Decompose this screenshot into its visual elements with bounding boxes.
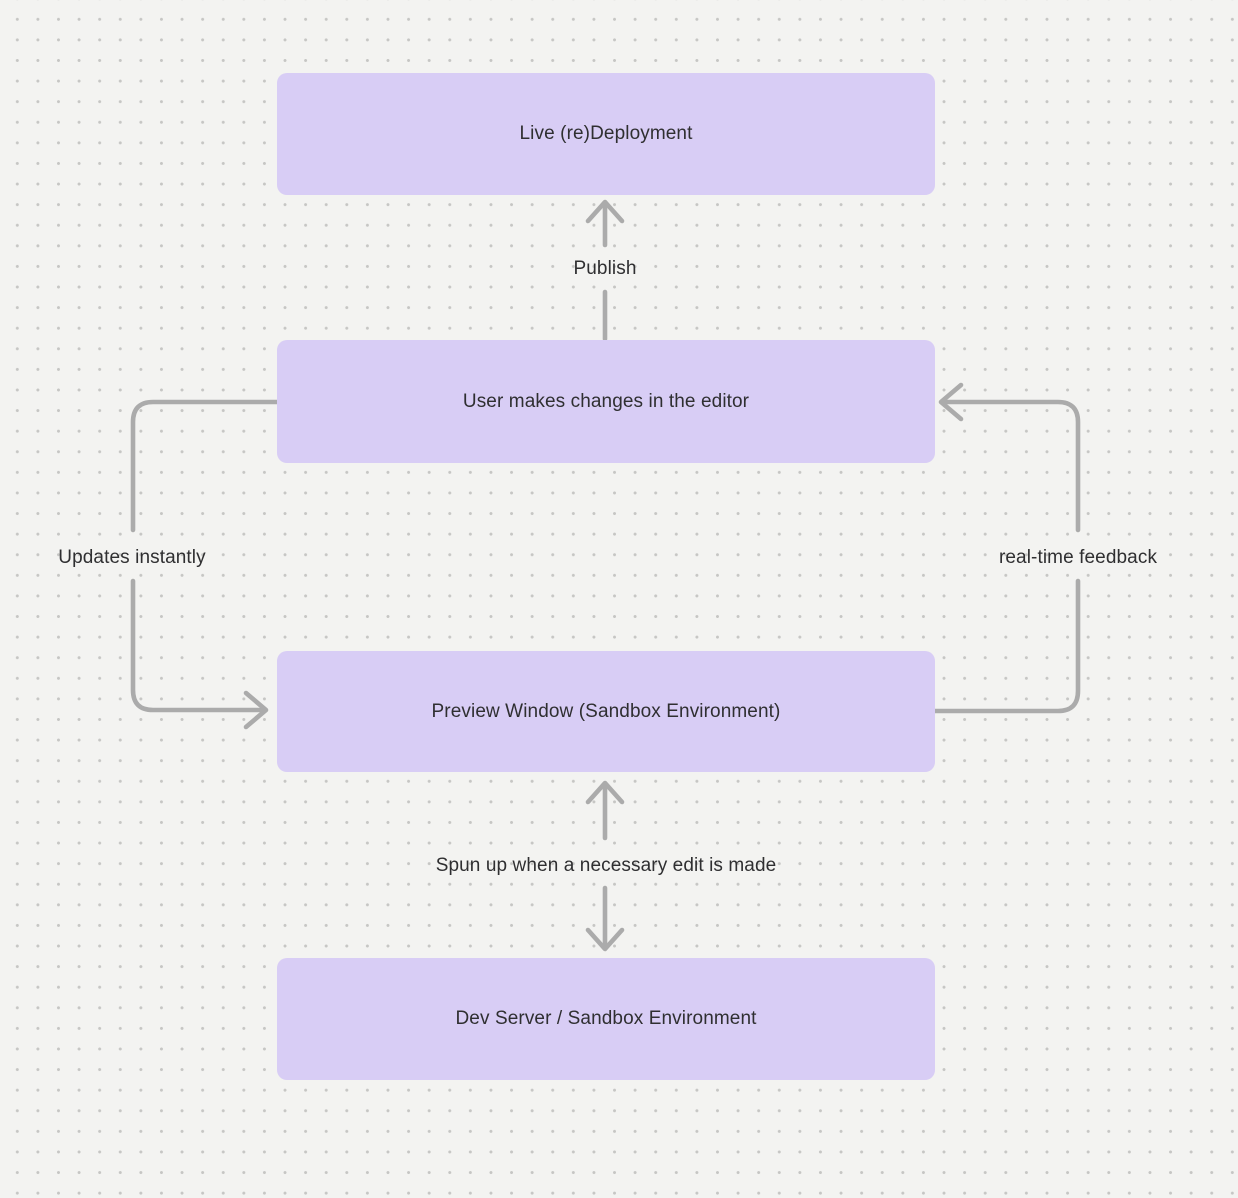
node-label: Live (re)Deployment bbox=[519, 123, 693, 144]
node-preview-window[interactable]: Preview Window (Sandbox Environment) bbox=[277, 651, 935, 772]
edge-spun-up-down-arrow bbox=[585, 885, 625, 952]
node-user-editor[interactable]: User makes changes in the editor bbox=[277, 340, 935, 463]
node-label: Preview Window (Sandbox Environment) bbox=[431, 700, 781, 722]
edge-label-realtime-feedback: real-time feedback bbox=[998, 547, 1158, 568]
node-label: User makes changes in the editor bbox=[462, 390, 750, 412]
arrowhead-right-icon bbox=[243, 690, 269, 730]
arrowhead-up-icon bbox=[585, 199, 625, 224]
node-live-redeployment[interactable]: Live (re)Deployment bbox=[277, 73, 935, 195]
arrowhead-down-icon bbox=[585, 927, 625, 952]
edge-label-spun-up: Spun up when a necessary edit is made bbox=[435, 855, 777, 876]
arrowhead-up-icon bbox=[585, 780, 625, 805]
edge-spun-up-up-arrow bbox=[585, 780, 625, 841]
arrowhead-left-icon bbox=[938, 382, 964, 422]
node-dev-server[interactable]: Dev Server / Sandbox Environment bbox=[277, 958, 935, 1080]
node-label: Dev Server / Sandbox Environment bbox=[455, 1008, 757, 1029]
edge-label-updates-instantly: Updates instantly bbox=[58, 547, 206, 568]
edge-label-publish: Publish bbox=[573, 258, 637, 279]
